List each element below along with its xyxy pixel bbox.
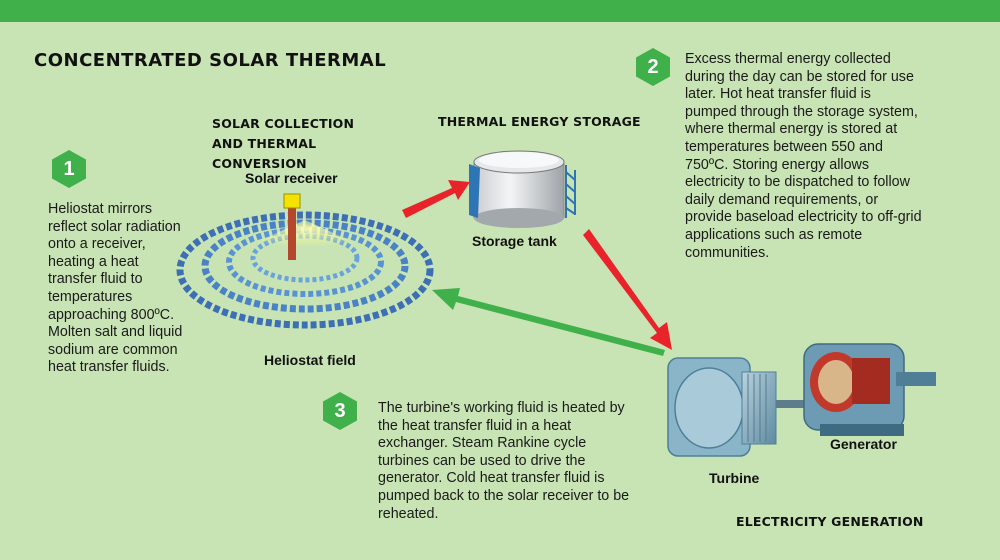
cold-fluid-return-arrow bbox=[432, 288, 665, 356]
hot-fluid-arrow-to-turbine bbox=[583, 229, 672, 350]
heliostat-field bbox=[176, 211, 434, 329]
step-2-text: Excess thermal energy collected during t… bbox=[685, 51, 922, 261]
solar-receiver-tower bbox=[283, 193, 301, 260]
hot-fluid-arrow-to-storage bbox=[402, 180, 470, 218]
section-generation-heading: ELECTRICITY GENERATION bbox=[736, 514, 924, 529]
storage-tank-illustration bbox=[469, 150, 576, 228]
top-banner bbox=[0, 0, 1000, 22]
step-1-text: Heliostat mirrors reflect solar radiatio… bbox=[48, 201, 183, 376]
section-collection-heading: SOLAR COLLECTION AND THERMAL CONVERSION bbox=[212, 116, 355, 171]
step-2-badge: 2 bbox=[636, 48, 670, 86]
storage-tank-label: Storage tank bbox=[472, 233, 557, 249]
heliostat-field-label: Heliostat field bbox=[264, 352, 356, 368]
step-3-text: The turbine's working fluid is heated by… bbox=[378, 400, 630, 522]
generator-label: Generator bbox=[830, 436, 897, 452]
section-storage-heading: THERMAL ENERGY STORAGE bbox=[438, 114, 641, 129]
page-title: CONCENTRATED SOLAR THERMAL bbox=[34, 50, 387, 71]
turbine-label: Turbine bbox=[709, 470, 760, 486]
solar-receiver-label: Solar receiver bbox=[245, 170, 338, 186]
turbine-generator-illustration bbox=[667, 343, 936, 457]
step-3-badge: 3 bbox=[323, 392, 357, 430]
